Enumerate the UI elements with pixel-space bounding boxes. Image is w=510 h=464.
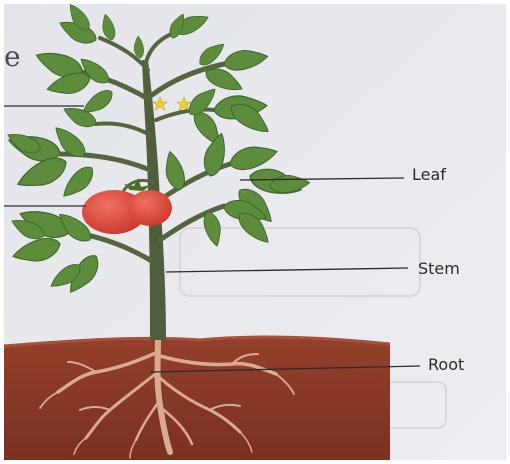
label-leaf: Leaf: [412, 165, 446, 184]
label-root: Root: [428, 355, 464, 374]
label-stem: Stem: [418, 259, 460, 278]
page-fragment-letter: e: [4, 40, 21, 73]
soil: [4, 337, 390, 460]
